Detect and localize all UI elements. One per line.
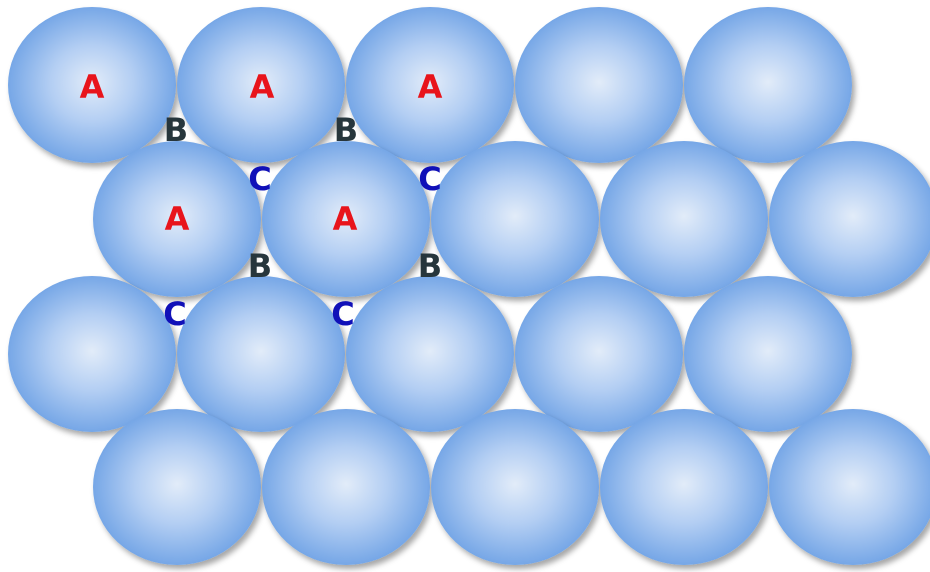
sphere <box>177 276 345 432</box>
sphere <box>515 7 683 163</box>
sphere <box>93 141 261 297</box>
site-label-b: B <box>248 247 272 285</box>
site-label-a: A <box>418 68 443 106</box>
sphere <box>346 7 514 163</box>
site-labels: A A A A A B B B B C C C C <box>80 68 443 333</box>
site-label-c: C <box>331 295 354 333</box>
sphere <box>8 7 176 163</box>
sphere <box>262 141 430 297</box>
sphere <box>93 409 261 565</box>
site-label-c: C <box>248 160 271 198</box>
sphere <box>177 7 345 163</box>
sphere <box>684 276 852 432</box>
sphere <box>431 409 599 565</box>
sphere <box>515 276 683 432</box>
sphere <box>769 141 930 297</box>
site-label-b: B <box>164 111 188 149</box>
site-label-b: B <box>418 247 442 285</box>
site-label-c: C <box>163 295 186 333</box>
sphere <box>431 141 599 297</box>
site-label-a: A <box>333 200 358 238</box>
sphere <box>346 276 514 432</box>
site-label-b: B <box>334 111 358 149</box>
site-label-a: A <box>165 200 190 238</box>
sphere <box>8 276 176 432</box>
sphere <box>262 409 430 565</box>
sphere <box>769 409 930 565</box>
site-label-c: C <box>418 160 441 198</box>
sphere <box>600 409 768 565</box>
sphere-layer <box>8 7 930 565</box>
site-label-a: A <box>250 68 275 106</box>
sphere <box>600 141 768 297</box>
sphere <box>684 7 852 163</box>
site-label-a: A <box>80 68 105 106</box>
